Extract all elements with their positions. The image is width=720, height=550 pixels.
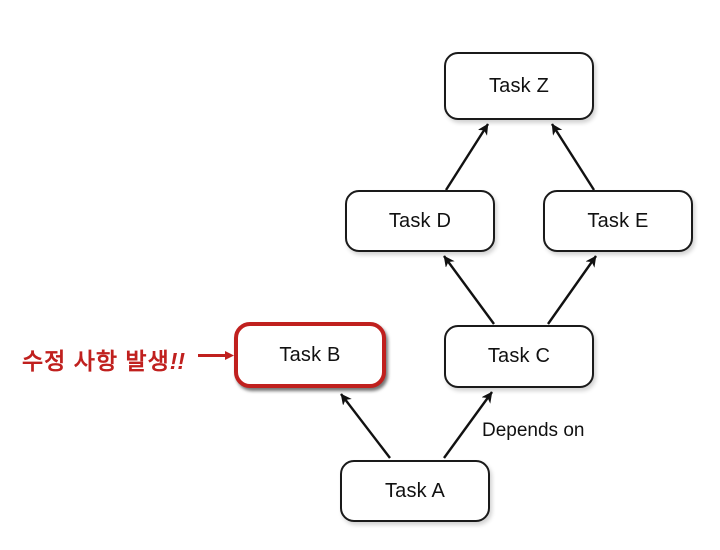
annotation-text: 수정 사항 발생!! [22, 342, 185, 376]
node-task-a[interactable]: Task A [340, 460, 490, 522]
annotation-main-text: 수정 사항 발생 [22, 348, 170, 374]
edge-a-to-b [340, 393, 391, 459]
node-label: Task E [587, 209, 649, 232]
edge-c-to-e [547, 255, 597, 325]
node-label: Task D [388, 209, 452, 232]
node-label: Task B [279, 343, 341, 366]
edge-a-to-c [443, 391, 493, 459]
node-task-z[interactable]: Task Z [444, 52, 594, 120]
node-task-c[interactable]: Task C [444, 325, 594, 388]
edge-d-to-z [444, 123, 490, 191]
edge-label-depends-on: Depends on [482, 420, 585, 441]
node-task-b[interactable]: Task B [234, 322, 386, 388]
node-task-d[interactable]: Task D [345, 190, 495, 252]
node-task-e[interactable]: Task E [543, 190, 693, 252]
annotation-arrow-icon [198, 351, 234, 360]
node-label: Task A [384, 479, 446, 502]
annotation-emphasis: !! [169, 348, 186, 374]
node-label: Task Z [488, 74, 550, 97]
edge-c-to-d [443, 255, 495, 325]
edge-e-to-z [550, 123, 596, 191]
node-label: Task C [487, 345, 551, 367]
